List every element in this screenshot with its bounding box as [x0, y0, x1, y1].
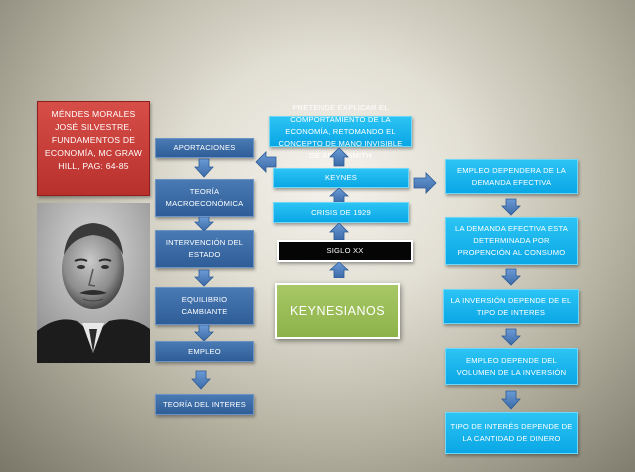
aportaciones-box: APORTACIONES	[155, 138, 254, 158]
down-arrow-icon	[501, 390, 521, 410]
equilibrio-cambiante-box: EQUILIBRIO CAMBIANTE	[155, 287, 254, 325]
keynesianos-title-box: KEYNESIANOS	[275, 283, 400, 339]
down-arrow-icon	[501, 198, 521, 216]
up-arrow-icon	[329, 262, 349, 278]
keynes-label: KEYNES	[324, 173, 357, 182]
teoria-macroeconomica-box: TEORÍA MACROECONÓMICA	[155, 179, 254, 217]
reference-text: MÉNDES MORALES JOSÉ SILVESTRE, FUNDAMENT…	[44, 109, 143, 171]
down-arrow-icon	[501, 268, 521, 286]
intervencion-estado-label: INTERVENCIÓN DEL ESTADO	[165, 238, 244, 259]
up-arrow-icon	[329, 147, 349, 167]
teoria-interes-label: TEORÍA DEL INTERES	[162, 399, 247, 409]
equilibrio-cambiante-label: EQUILIBRIO CAMBIANTE	[181, 295, 228, 316]
crisis-1929-box: CRISIS DE 1929	[273, 202, 409, 223]
down-arrow-icon	[191, 370, 211, 390]
demanda-efectiva-box: LA DEMANDA EFECTIVA ESTA DETERMINADA POR…	[445, 217, 578, 265]
tipo-interes-label: TIPO DE INTERÉS DEPENDE DE LA CANTIDAD D…	[450, 422, 573, 443]
aportaciones-label: APORTACIONES	[173, 143, 236, 152]
siglo-xx-box: SIGLO XX	[277, 240, 413, 262]
reference-box: MÉNDES MORALES JOSÉ SILVESTRE, FUNDAMENT…	[37, 101, 150, 196]
empleo-label: EMPLEO	[188, 346, 221, 356]
empleo-dependera-label: EMPLEO DEPENDERA DE LA DEMANDA EFECTIVA	[456, 165, 567, 187]
intervencion-estado-box: INTERVENCIÓN DEL ESTADO	[155, 230, 254, 268]
down-arrow-icon	[194, 269, 214, 287]
empleo-box: EMPLEO	[155, 341, 254, 362]
inversion-depende-box: LA INVERSIÓN DEPENDE DE EL TIPO DE INTER…	[443, 289, 579, 324]
up-arrow-icon	[329, 188, 349, 203]
right-arrow-icon	[413, 172, 437, 194]
keynesianos-title: KEYNESIANOS	[289, 304, 386, 318]
tipo-interes-box: TIPO DE INTERÉS DEPENDE DE LA CANTIDAD D…	[445, 412, 578, 454]
teoria-macroeconomica-label: TEORÍA MACROECONÓMICA	[165, 187, 244, 208]
left-arrow-icon	[255, 151, 277, 173]
down-arrow-icon	[194, 217, 214, 231]
empleo-volumen-box: EMPLEO DEPENDE DEL VOLUMEN DE LA INVERSI…	[445, 348, 578, 385]
keynes-box: KEYNES	[273, 168, 409, 188]
demanda-efectiva-label: LA DEMANDA EFECTIVA ESTA DETERMINADA POR…	[455, 224, 568, 257]
teoria-interes-box: TEORÍA DEL INTERES	[155, 394, 254, 415]
up-arrow-icon	[329, 223, 349, 240]
crisis-1929-label: CRISIS DE 1929	[311, 207, 371, 217]
pretende-explicar-box: PRETENDE EXPLICAR EL COMPORTAMIENTO DE L…	[269, 103, 412, 160]
down-arrow-icon	[194, 325, 214, 341]
inversion-depende-label: LA INVERSIÓN DEPENDE DE EL TIPO DE INTER…	[450, 295, 572, 317]
down-arrow-icon	[501, 328, 521, 346]
empleo-volumen-label: EMPLEO DEPENDE DEL VOLUMEN DE LA INVERSI…	[456, 355, 567, 377]
siglo-xx-label: SIGLO XX	[326, 246, 364, 255]
keynes-portrait	[37, 203, 150, 363]
down-arrow-icon	[194, 158, 214, 178]
empleo-dependera-box: EMPLEO DEPENDERA DE LA DEMANDA EFECTIVA	[445, 159, 578, 194]
